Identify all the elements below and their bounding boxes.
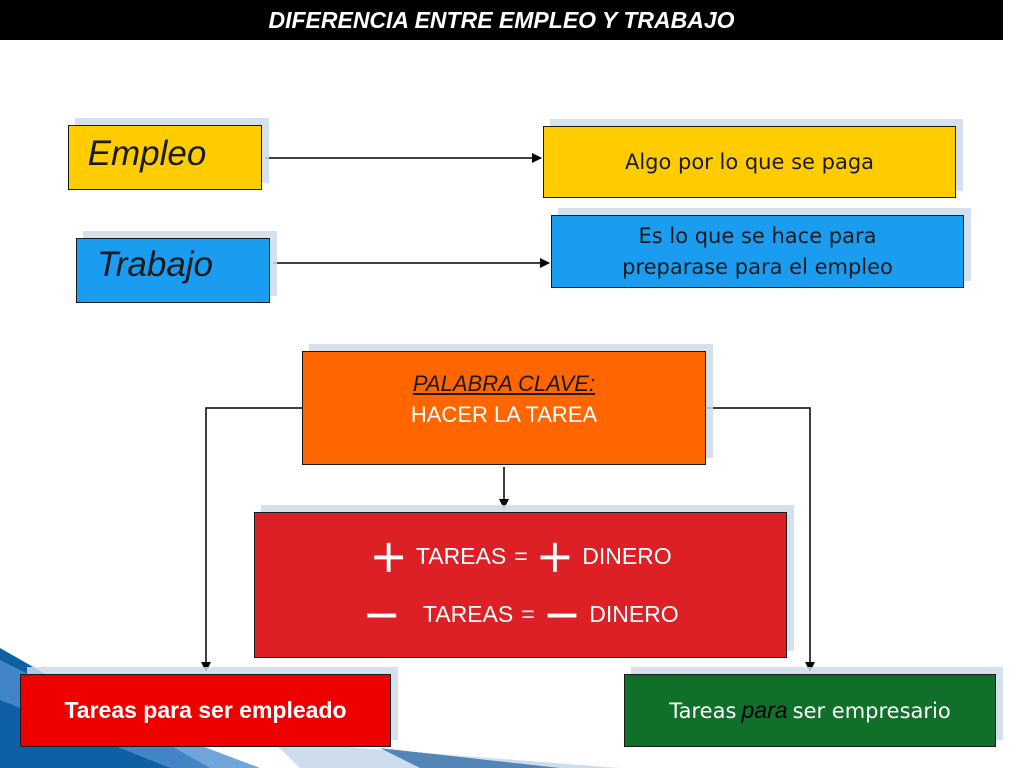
keyword-box: PALABRA CLAVE: HACER LA TAREA: [302, 351, 706, 465]
empleo-box: Empleo: [68, 125, 262, 190]
tareas-word: TAREAS: [422, 600, 514, 627]
tareas-word: TAREAS: [415, 542, 507, 569]
plus-sign-left: +: [369, 529, 408, 583]
entrepreneur-text-italic: para: [741, 697, 788, 723]
trabajo-definition-box: Es lo que se hace para preparase para el…: [551, 215, 964, 288]
employee-outcome-box: Tareas para ser empleado: [20, 674, 391, 747]
dinero-word: DINERO: [582, 542, 672, 569]
entrepreneur-text-post: ser empresario: [792, 699, 951, 723]
trabajo-box: Trabajo: [76, 238, 270, 303]
keyword-title: PALABRA CLAVE:: [412, 371, 596, 396]
trabajo-definition-line-2: preparase para el empleo: [622, 254, 893, 279]
entrepreneur-outcome-text: Tareas para ser empresario: [669, 697, 950, 724]
page-title: DIFERENCIA ENTRE EMPLEO Y TRABAJO: [0, 0, 1003, 40]
entrepreneur-outcome-box: Tareas para ser empresario: [624, 674, 996, 747]
minus-sign-right: −: [542, 587, 582, 641]
equals-sign: =: [521, 600, 535, 627]
minus-sign-left: −: [362, 587, 401, 641]
entrepreneur-text-pre: Tareas: [669, 699, 737, 723]
arrow-keyword-left: [201, 407, 302, 672]
trabajo-label: Trabajo: [96, 244, 214, 284]
equals-sign: =: [514, 542, 528, 569]
keyword-text: HACER LA TAREA: [410, 402, 598, 427]
formula-line-minus: − TAREAS = − DINERO: [362, 585, 678, 643]
arrow-keyword-right: [706, 407, 815, 672]
plus-sign-right: +: [535, 529, 575, 583]
empleo-definition: Algo por lo que se paga: [624, 149, 875, 174]
empleo-label: Empleo: [87, 133, 207, 173]
employee-outcome-text: Tareas para ser empleado: [64, 697, 347, 723]
trabajo-definition-line-1: Es lo que se hace para: [638, 223, 877, 248]
empleo-definition-box: Algo por lo que se paga: [543, 126, 956, 198]
formula-line-plus: + TAREAS = + DINERO: [369, 527, 671, 585]
dinero-word: DINERO: [589, 600, 679, 627]
formula-box: + TAREAS = + DINERO − TAREAS = − DINERO: [254, 512, 787, 658]
